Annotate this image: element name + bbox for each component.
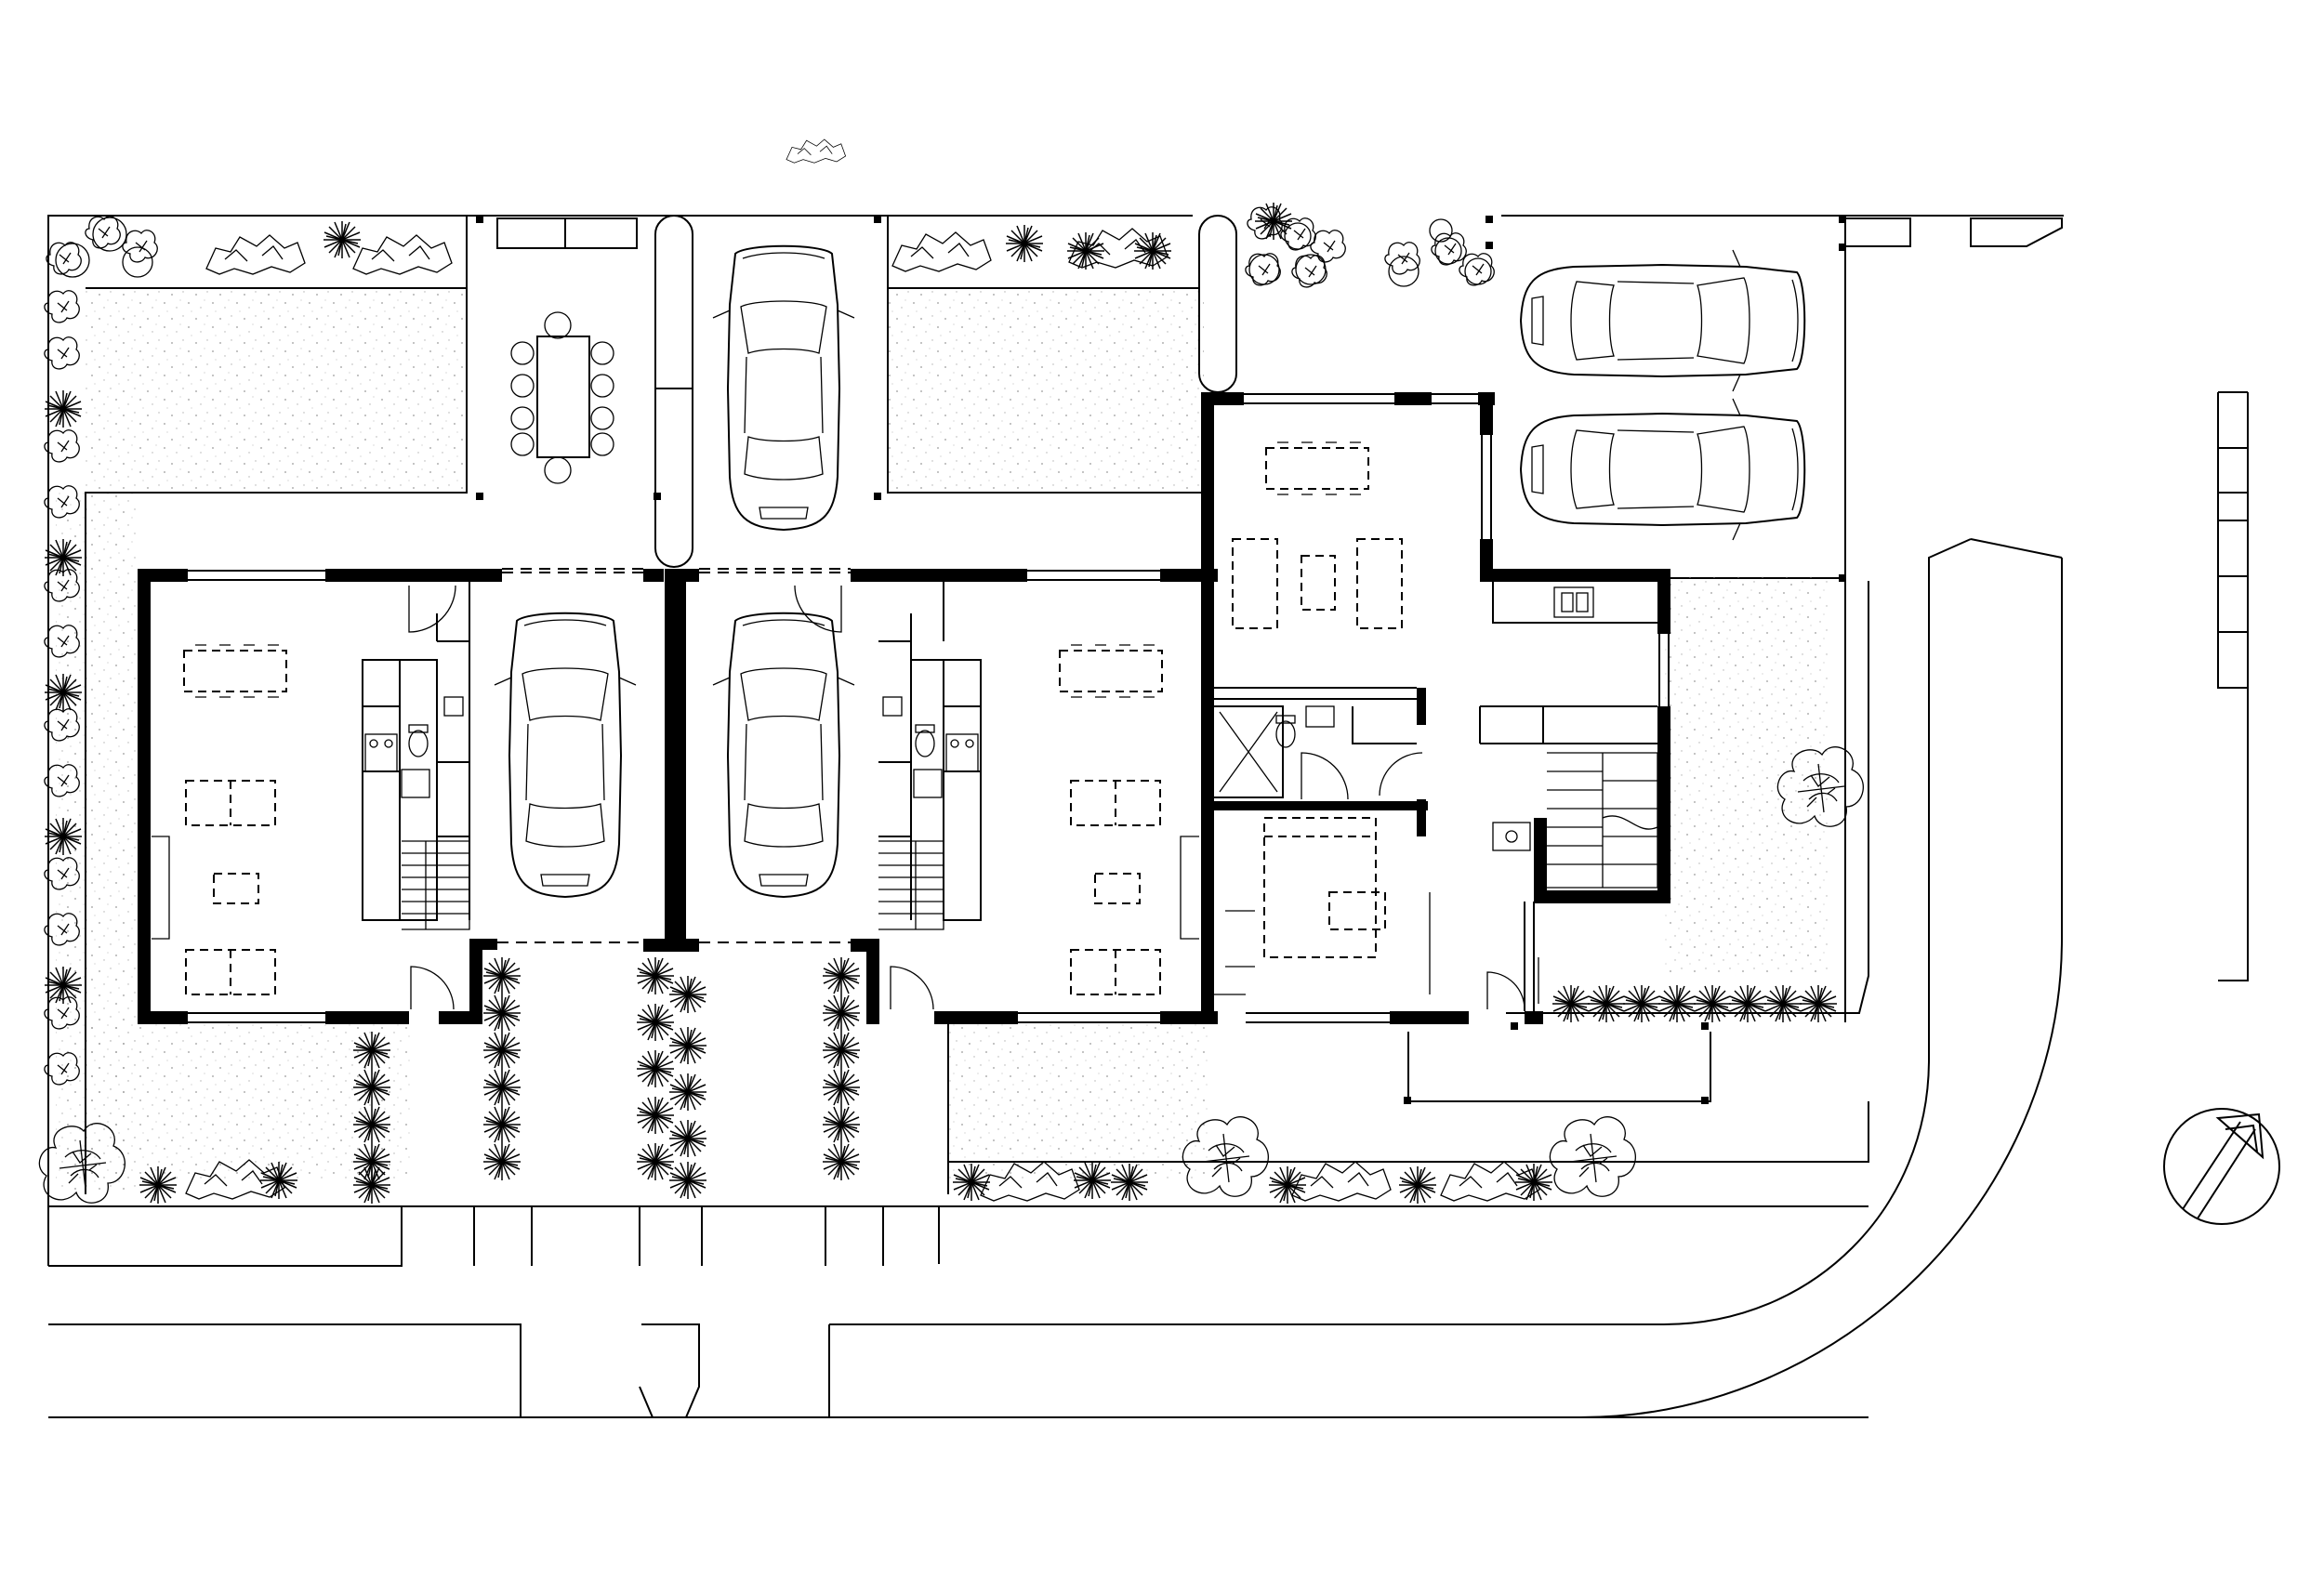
site-boundary: [47, 215, 2064, 1267]
car-icon: [712, 244, 855, 531]
townhouse-east: [671, 569, 1218, 1024]
road-kerb: [48, 538, 2063, 1418]
sink-icon: [882, 696, 979, 798]
bed-icon: [1263, 817, 1431, 994]
car-icon: [1521, 250, 1804, 391]
car-icon: [1521, 399, 1804, 540]
sink-icon: [364, 696, 464, 798]
paving-areas: [56, 288, 1831, 1190]
sink-icon: [1492, 586, 1594, 851]
columns: [476, 216, 1846, 1104]
stair-icon: [1547, 752, 1658, 889]
car-icon: [494, 612, 637, 898]
dining-table-icon: [1265, 441, 1369, 495]
planter-strips: [654, 215, 1237, 568]
corner-dwelling: [1201, 392, 1670, 1024]
stair-icon: [878, 840, 944, 930]
adjacent-building: [2217, 391, 2249, 981]
dining-table-icon: [1059, 644, 1163, 698]
dining-table-icon: [183, 644, 287, 698]
toilet-icon: [915, 724, 935, 757]
round-tree-icon: [55, 217, 1492, 287]
car-icon: [712, 612, 855, 898]
toilet-icon: [1275, 715, 1296, 748]
stair-icon: [402, 840, 470, 930]
toilet-icon: [408, 724, 429, 757]
paving-edges: [85, 216, 1869, 1194]
townhouse-west: [138, 569, 699, 1024]
outdoor-dining-icon: [496, 217, 638, 484]
north-arrow-icon: [2163, 1108, 2280, 1225]
